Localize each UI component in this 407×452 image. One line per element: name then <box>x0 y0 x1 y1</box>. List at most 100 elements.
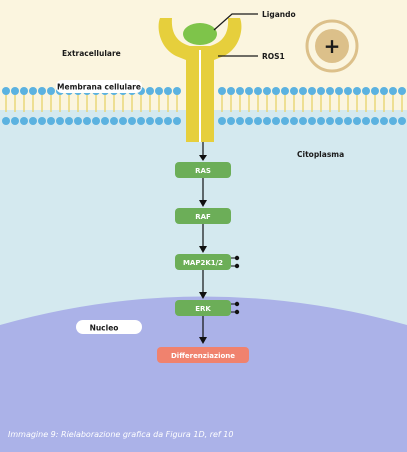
lipid-head <box>29 87 37 95</box>
lipid-head <box>335 87 343 95</box>
lipid-head <box>344 117 352 125</box>
lipid-head <box>218 87 226 95</box>
ligand-leader-line <box>213 13 258 31</box>
arrow-head <box>199 337 207 344</box>
ros1-receptor <box>158 18 242 142</box>
lipid-head <box>398 87 406 95</box>
pathway-box-erk <box>175 300 231 316</box>
lipid-head <box>389 87 397 95</box>
phosphate-dot <box>234 301 240 307</box>
lipid-head <box>218 117 226 125</box>
membrane-label: Membrana cellulare <box>57 83 141 92</box>
phosphate-dot <box>234 263 240 269</box>
lipid-head <box>227 87 235 95</box>
cell-membrane <box>2 87 406 125</box>
lipid-head <box>11 117 19 125</box>
pathway-label: ERK <box>195 305 211 313</box>
outcome-label: Differenziazione <box>171 352 235 360</box>
lipid-head <box>254 87 262 95</box>
lipid-head <box>389 117 397 125</box>
nucleus-label: Nucleo <box>90 324 119 333</box>
lipid-head <box>353 87 361 95</box>
lipid-head <box>353 117 361 125</box>
arrow-head <box>199 292 207 299</box>
lipid-head <box>299 117 307 125</box>
lipid-head <box>398 117 406 125</box>
extracellular-label: Extracellulare <box>62 49 121 58</box>
lipid-head <box>2 87 10 95</box>
ligand-molecule <box>183 23 217 45</box>
figure-caption: Immagine 9: Rielaborazione grafica da Fi… <box>8 430 233 439</box>
lipid-head <box>371 117 379 125</box>
lipid-head <box>173 117 181 125</box>
lipid-head <box>155 87 163 95</box>
arrow-head <box>199 155 207 161</box>
pathway-box-map2k1-2 <box>175 254 231 270</box>
arrow-head <box>199 200 207 207</box>
lipid-head <box>164 117 172 125</box>
lipid-head <box>110 117 118 125</box>
lipid-head <box>2 117 10 125</box>
lipid-head <box>236 87 244 95</box>
lipid-head <box>362 87 370 95</box>
lipid-head <box>290 87 298 95</box>
receptor-label: ROS1 <box>262 52 285 61</box>
pathway-label: RAS <box>195 167 211 175</box>
pathway-box-ras <box>175 162 231 178</box>
pathway-label: MAP2K1/2 <box>183 259 223 267</box>
lipid-head <box>326 117 334 125</box>
arrow-head <box>199 246 207 253</box>
lipid-head <box>272 117 280 125</box>
phosphate-dot <box>234 255 240 261</box>
lipid-head <box>263 87 271 95</box>
lipid-head <box>299 87 307 95</box>
lipid-head <box>65 117 73 125</box>
lipid-head <box>245 117 253 125</box>
pathway-box-raf <box>175 208 231 224</box>
lipid-head <box>380 117 388 125</box>
lipid-head <box>29 117 37 125</box>
lipid-head <box>362 117 370 125</box>
lipid-head <box>344 87 352 95</box>
lipid-head <box>47 87 55 95</box>
lipid-head <box>245 87 253 95</box>
lipid-head <box>317 87 325 95</box>
lipid-head <box>380 87 388 95</box>
lipid-head <box>20 117 28 125</box>
lipid-head <box>128 117 136 125</box>
lipid-head <box>308 87 316 95</box>
lipid-head <box>317 117 325 125</box>
lipid-head <box>371 87 379 95</box>
lipid-head <box>308 117 316 125</box>
lipid-head <box>38 117 46 125</box>
nucleus-region <box>0 296 407 452</box>
lipid-head <box>146 87 154 95</box>
lipid-head <box>56 117 64 125</box>
pathway-label: RAF <box>195 213 211 221</box>
lipid-head <box>155 117 163 125</box>
cytoplasm-label: Citoplasma <box>297 150 344 159</box>
lipid-head <box>263 117 271 125</box>
lipid-head <box>281 117 289 125</box>
lipid-head <box>146 117 154 125</box>
lipid-head <box>335 117 343 125</box>
lipid-head <box>164 87 172 95</box>
lipid-head <box>92 117 100 125</box>
lipid-head <box>227 117 235 125</box>
lipid-head <box>272 87 280 95</box>
lipid-head <box>254 117 262 125</box>
ligand-label: Ligando <box>262 10 296 19</box>
lipid-head <box>281 87 289 95</box>
lipid-head <box>137 117 145 125</box>
lipid-head <box>47 117 55 125</box>
outcome-box <box>157 347 249 363</box>
lipid-head <box>20 87 28 95</box>
nucleus-label-bg <box>76 320 142 334</box>
phosphate-dot <box>234 309 240 315</box>
membrane-label-bg <box>56 80 142 93</box>
lipid-head <box>326 87 334 95</box>
lipid-head <box>290 117 298 125</box>
